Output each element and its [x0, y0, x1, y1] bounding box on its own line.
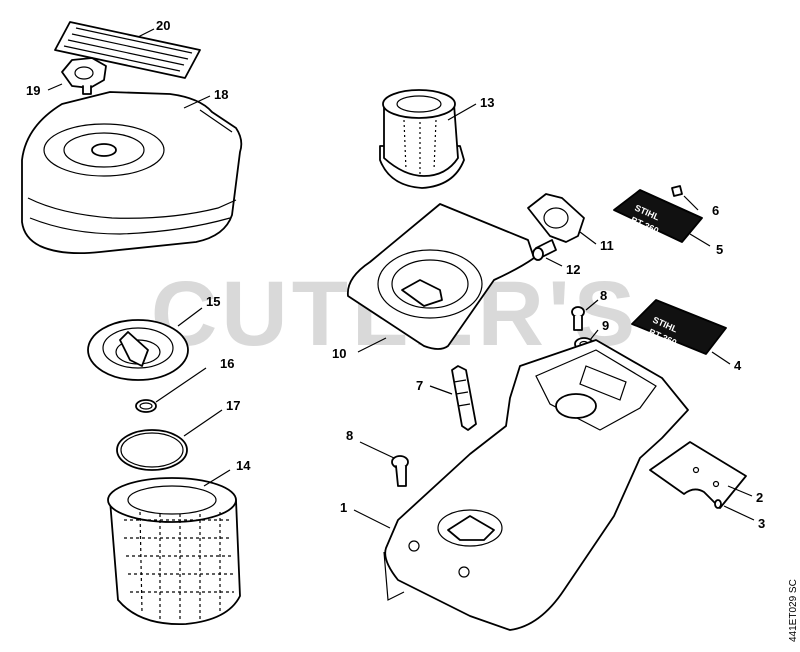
leader-lines	[47, 28, 755, 529]
part-20-label-strip[interactable]	[54, 21, 201, 79]
part-16-small-o-ring[interactable]	[135, 399, 157, 413]
part-4-decal[interactable]: STIHL BT 360	[631, 299, 727, 355]
callout-1: 1	[340, 500, 347, 515]
callout-2: 2	[756, 490, 763, 505]
callout-12: 12	[566, 262, 580, 277]
part-19-wing-knob[interactable]	[61, 57, 107, 95]
callout-20: 20	[156, 18, 170, 33]
part-1-housing[interactable]	[383, 339, 689, 631]
callout-18: 18	[214, 87, 228, 102]
callout-15: 15	[206, 294, 220, 309]
callout-7: 7	[416, 378, 423, 393]
callout-5: 5	[716, 242, 723, 257]
callout-3: 3	[758, 516, 765, 531]
part-2-plate[interactable]	[649, 441, 747, 509]
callout-10: 10	[332, 346, 346, 361]
callout-16: 16	[220, 356, 234, 371]
diagram-reference: 441ET029 SC	[788, 579, 799, 642]
callout-19: 19	[26, 83, 40, 98]
callout-4: 4	[734, 358, 742, 373]
callout-17: 17	[226, 398, 240, 413]
part-14-filter-element[interactable]	[107, 477, 241, 625]
callout-numbers: 20 19 18 13 6 5 11 12 8 9 4 10 7 8 1 2 3…	[26, 18, 765, 531]
callout-6: 6	[712, 203, 719, 218]
callout-14: 14	[236, 458, 251, 473]
callout-8-lower: 8	[346, 428, 353, 443]
part-10-base-plate[interactable]	[347, 203, 535, 350]
part-8-screw-upper[interactable]	[571, 306, 585, 331]
part-13-pre-filter[interactable]	[379, 89, 465, 189]
part-11-flange[interactable]	[527, 193, 585, 243]
callout-9: 9	[602, 318, 609, 333]
callout-8-upper: 8	[600, 288, 607, 303]
part-6-rivet[interactable]	[671, 185, 683, 197]
part-8-screw-lower[interactable]	[391, 455, 409, 487]
part-3-rivet[interactable]	[714, 499, 722, 509]
part-18-filter-cover[interactable]	[21, 91, 243, 255]
part-5-decal[interactable]: STIHL BT 360	[613, 189, 703, 243]
part-7-stud[interactable]	[451, 365, 477, 431]
callout-13: 13	[480, 95, 494, 110]
part-15-filter-cap[interactable]	[87, 319, 189, 381]
part-17-large-o-ring[interactable]	[116, 429, 188, 471]
callout-11: 11	[600, 238, 614, 253]
part-12-screw[interactable]	[532, 239, 557, 261]
